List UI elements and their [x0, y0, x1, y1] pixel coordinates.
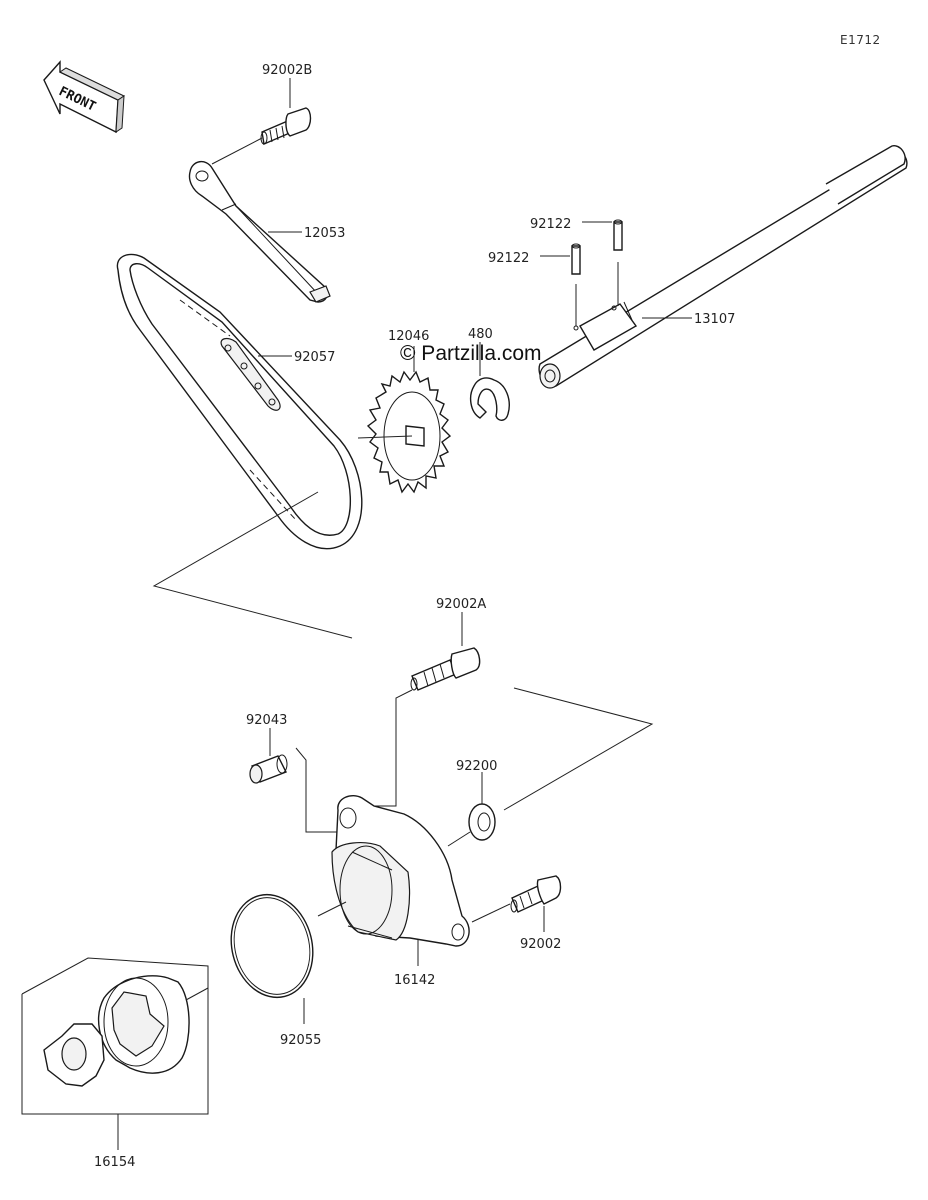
label-92122-lower: 92122 [488, 251, 529, 266]
label-92002B: 92002B [262, 63, 312, 78]
label-92002: 92002 [520, 937, 561, 952]
sprocket-12046[interactable] [366, 370, 452, 494]
washer-92200[interactable] [468, 803, 496, 841]
bolt-92002[interactable] [510, 875, 562, 913]
chain-guide-12053[interactable] [188, 161, 331, 303]
rotor-set-16154[interactable] [21, 957, 209, 1115]
label-92043: 92043 [246, 713, 287, 728]
label-480: 480 [468, 327, 493, 342]
dowel-92043[interactable] [249, 754, 288, 784]
label-13107: 13107 [694, 312, 735, 327]
diagram-code: E1712 [840, 33, 881, 47]
label-12046: 12046 [388, 329, 429, 344]
bolt-92002A[interactable] [410, 647, 481, 691]
label-92002A: 92002A [436, 597, 486, 612]
pin-92122-lower[interactable] [571, 243, 581, 275]
front-arrow-icon: FRONT [43, 60, 126, 134]
label-16142: 16142 [394, 973, 435, 988]
pin-92122-upper[interactable] [613, 219, 623, 251]
housing-16142[interactable] [331, 794, 470, 947]
label-92057: 92057 [294, 350, 335, 365]
label-92200: 92200 [456, 759, 497, 774]
chain-92057[interactable] [116, 253, 363, 550]
label-92055: 92055 [280, 1033, 321, 1048]
label-12053: 12053 [304, 226, 345, 241]
watermark: © Partzilla.com [400, 342, 542, 365]
shaft-13107[interactable] [538, 145, 908, 389]
bolt-92002B[interactable] [260, 107, 312, 145]
label-16154: 16154 [94, 1155, 135, 1170]
label-92122-upper: 92122 [530, 217, 571, 232]
o-ring-92055[interactable] [221, 886, 324, 1006]
circlip-480[interactable] [469, 377, 510, 421]
